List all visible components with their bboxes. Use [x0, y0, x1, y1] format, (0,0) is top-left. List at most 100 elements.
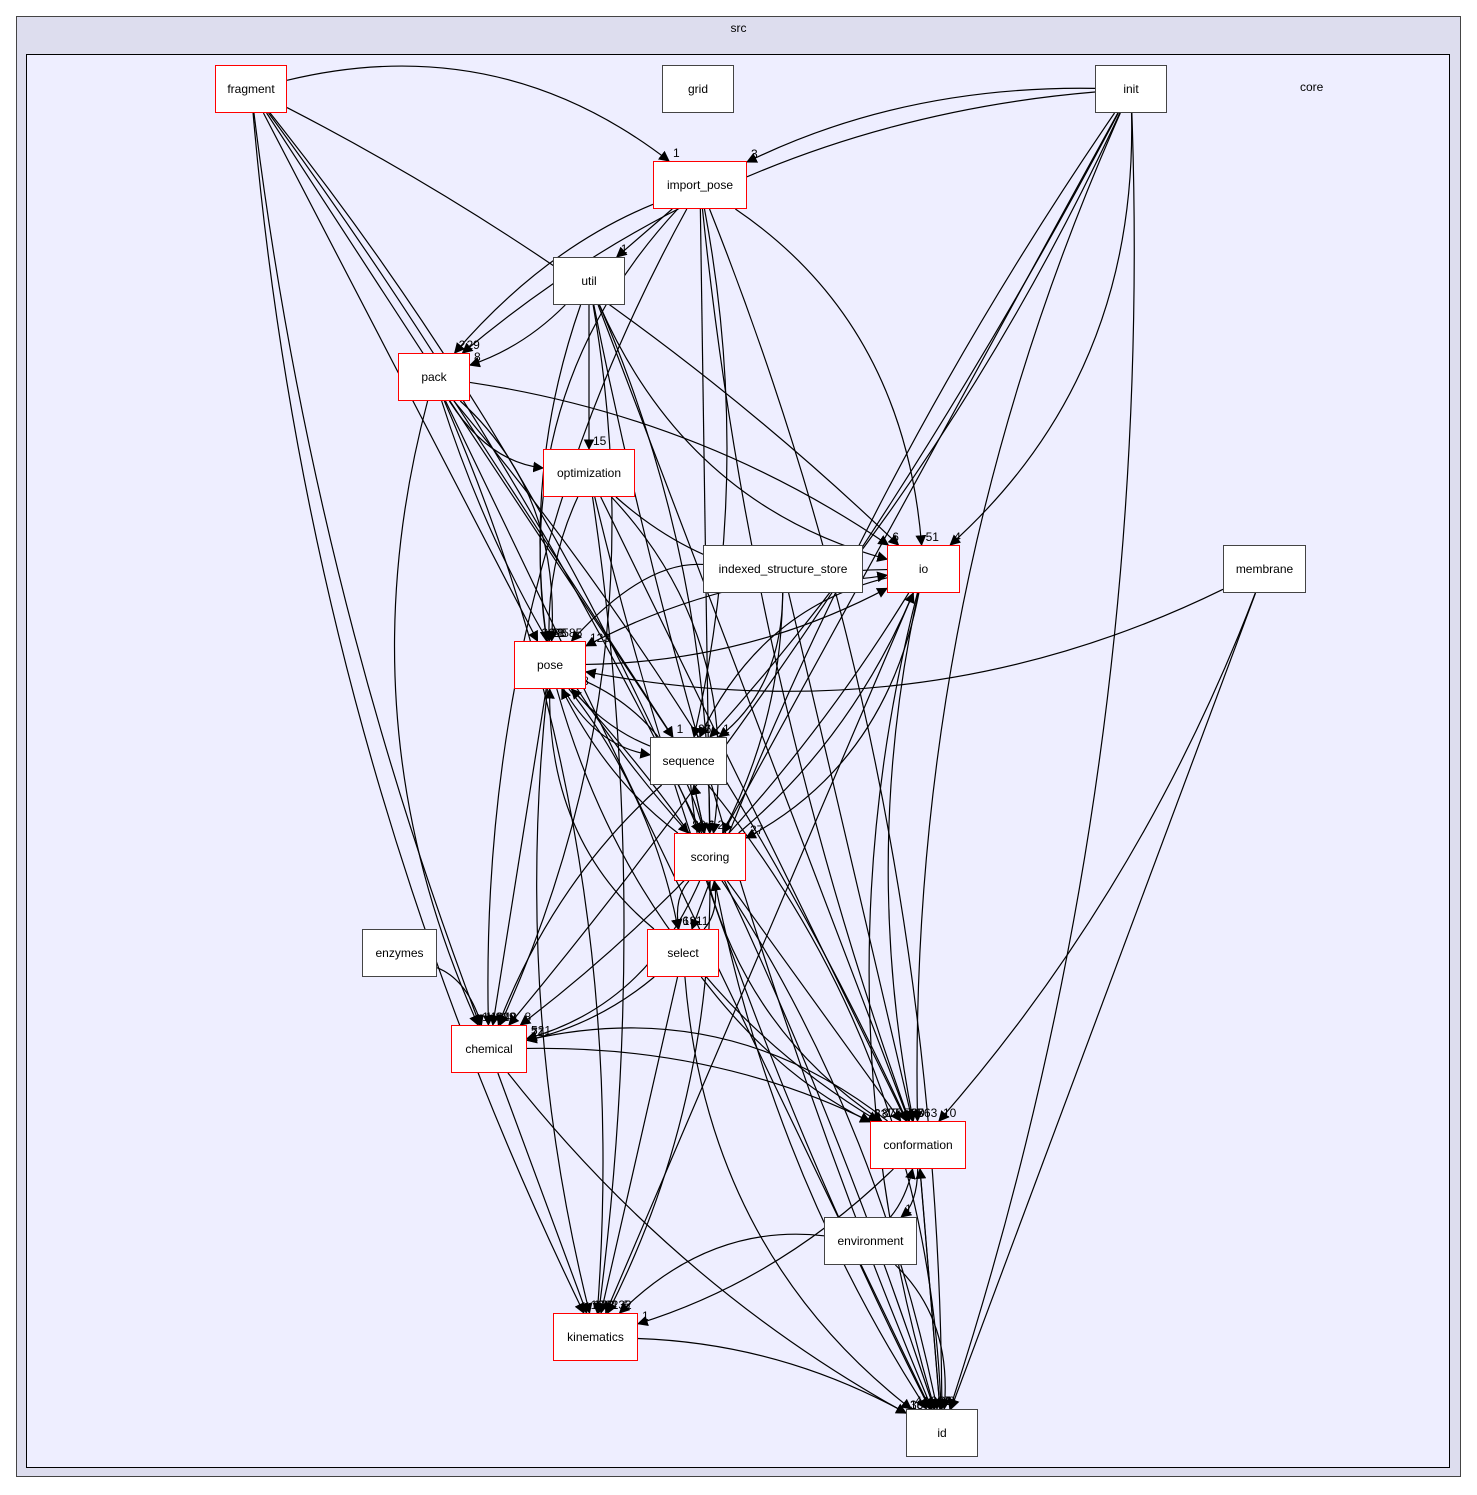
edge-label[interactable]: 10 [943, 1106, 957, 1120]
edge-fragment-to-id[interactable] [268, 112, 937, 1411]
edge-scoring-to-io[interactable] [738, 592, 915, 834]
edge-init-to-conformation[interactable] [911, 112, 1121, 1123]
edge-scoring-to-chemical[interactable] [525, 880, 701, 1042]
edge-label[interactable]: 7 [531, 1025, 538, 1039]
edge-label[interactable]: 26 [698, 722, 712, 736]
edge-label[interactable]: 71 [531, 1025, 545, 1039]
edge-pack-to-scoring[interactable] [441, 400, 690, 834]
edge-label[interactable]: 2 [911, 1106, 918, 1120]
node-select[interactable]: select [647, 929, 719, 977]
edge-membrane-to-conformation[interactable] [938, 592, 1256, 1122]
edge-label[interactable]: 10 [591, 1298, 605, 1312]
edge-select-to-conformation[interactable] [700, 976, 871, 1123]
edge-label[interactable]: 5 [624, 1298, 631, 1312]
edge-label[interactable]: 88 [910, 1106, 924, 1120]
edge-label[interactable]: 24 [717, 818, 731, 832]
edge-conformation-to-kinematics[interactable] [636, 1168, 894, 1327]
edge-label[interactable]: 148 [482, 1010, 502, 1024]
node-io[interactable]: io [887, 545, 960, 593]
edge-import-pose-to-chemical[interactable] [482, 208, 688, 1027]
edge-label[interactable]: 123 [590, 631, 610, 645]
edge-environment-to-id[interactable] [894, 1264, 951, 1411]
edge-indexed-structure-store-to-scoring[interactable] [722, 592, 784, 834]
node-chemical[interactable]: chemical [451, 1025, 527, 1073]
edge-indexed-structure-store-to-pose[interactable] [570, 563, 704, 642]
edge-label[interactable]: 158 [556, 626, 576, 640]
node-optimization[interactable]: optimization [543, 449, 635, 497]
edge-init-to-select[interactable] [690, 112, 1116, 931]
edge-util-to-io[interactable] [598, 304, 889, 562]
edge-fragment-to-chemical[interactable] [253, 112, 482, 1027]
edge-optimization-to-kinematics[interactable] [591, 496, 625, 1315]
edge-label[interactable]: 1 [673, 146, 680, 160]
edge-label[interactable]: 8 [874, 1106, 881, 1120]
edge-init-to-id[interactable] [947, 112, 1135, 1411]
edge-label[interactable]: 8 [474, 350, 481, 364]
node-import-pose[interactable]: import_pose [653, 161, 747, 209]
node-conformation[interactable]: conformation [870, 1121, 966, 1169]
edge-label[interactable]: 3 [751, 147, 758, 161]
edge-label[interactable]: 21 [939, 1394, 953, 1408]
edge-import-pose-to-id[interactable] [708, 208, 948, 1411]
edge-scoring-to-pose[interactable] [561, 688, 679, 834]
edge-label[interactable]: 763 [917, 1106, 937, 1120]
edge-label[interactable]: 940 [497, 1010, 517, 1024]
node-grid[interactable]: grid [662, 65, 734, 113]
edge-enzymes-to-chemical[interactable] [436, 967, 484, 1027]
edge-io-to-scoring[interactable] [745, 592, 920, 839]
edge-label[interactable]: 1 [642, 1309, 649, 1323]
edge-pose-to-io[interactable] [585, 587, 888, 666]
edge-label[interactable]: 6 [708, 818, 715, 832]
edge-pack-to-optimization[interactable] [448, 400, 545, 473]
edge-io-to-chemical[interactable] [519, 592, 910, 1026]
edge-environment-to-kinematics[interactable] [618, 1233, 825, 1314]
edge-label[interactable]: 9 [945, 1394, 952, 1408]
edge-id-to-conformation[interactable] [915, 1167, 941, 1410]
edge-label[interactable]: 521 [531, 1024, 551, 1038]
edge-pack-to-pose[interactable] [459, 400, 558, 643]
edge-sequence-to-pose[interactable] [570, 688, 651, 747]
node-id[interactable]: id [906, 1409, 978, 1457]
edge-label[interactable]: 22 [601, 1298, 615, 1312]
edge-indexed-structure-store-to-conformation[interactable] [788, 592, 916, 1123]
edge-import-pose-to-conformation[interactable] [701, 208, 912, 1123]
edge-sequence-to-id[interactable] [707, 784, 947, 1411]
edge-init-to-io[interactable] [949, 112, 1133, 546]
edge-label[interactable]: 16 [910, 1398, 924, 1412]
edge-util-to-chemical[interactable] [499, 304, 613, 1026]
edge-label[interactable]: 1 [621, 242, 628, 256]
edge-label[interactable]: 170 [594, 1298, 614, 1312]
edge-pack-to-kinematics[interactable] [443, 400, 604, 1315]
edge-label[interactable]: 1 [723, 722, 730, 736]
edge-import-pose-to-io[interactable] [735, 208, 927, 547]
edge-label[interactable]: 3 [948, 1394, 955, 1408]
edge-io-to-kinematics[interactable] [604, 592, 914, 1314]
edge-label[interactable]: 27 [750, 823, 764, 837]
edge-label[interactable]: 5 [576, 626, 583, 640]
edge-select-to-pose[interactable] [544, 687, 655, 930]
edge-label[interactable]: 44 [915, 1394, 929, 1408]
edge-chemical-to-id[interactable] [507, 1072, 907, 1414]
edge-label[interactable]: 2 [704, 722, 711, 736]
edge-optimization-to-id[interactable] [594, 496, 931, 1410]
node-util[interactable]: util [553, 257, 625, 305]
edge-label[interactable]: 38 [910, 1398, 924, 1412]
edge-optimization-to-pose[interactable] [543, 496, 579, 643]
node-kinematics[interactable]: kinematics [553, 1313, 638, 1361]
edge-label[interactable]: 38 [553, 626, 567, 640]
edge-label[interactable]: 1 [677, 722, 684, 736]
node-pack[interactable]: pack [398, 353, 470, 401]
edge-label[interactable]: 875 [882, 1106, 902, 1120]
edge-select-to-scoring[interactable] [703, 879, 722, 930]
edge-pack-to-io[interactable] [469, 381, 890, 546]
edge-label[interactable]: 82 [692, 818, 706, 832]
edge-label[interactable]: 29 [502, 1010, 516, 1024]
node-sequence[interactable]: sequence [650, 737, 727, 785]
node-fragment[interactable]: fragment [215, 65, 287, 113]
edge-label[interactable]: 790 [905, 1106, 925, 1120]
edge-label[interactable]: 2 [459, 338, 466, 352]
edge-pose-to-id[interactable] [571, 688, 941, 1411]
node-environment[interactable]: environment [824, 1217, 917, 1265]
edge-conformation-to-chemical[interactable] [525, 1027, 888, 1122]
edge-pose-to-chemical[interactable] [489, 688, 547, 1027]
